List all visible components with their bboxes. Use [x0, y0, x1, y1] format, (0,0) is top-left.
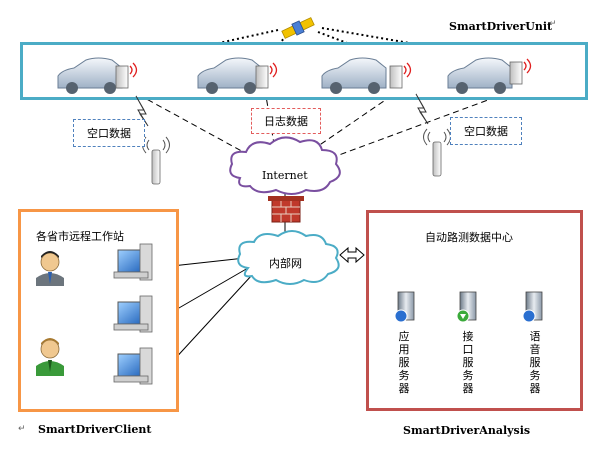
port-data-box-right: 空口数据 — [450, 117, 522, 145]
log-data-box: 日志数据 — [251, 108, 321, 134]
lightning-icon-right — [415, 93, 429, 125]
computer-icon-3 — [113, 347, 153, 385]
lightning-icon-left — [135, 95, 149, 127]
port-data-label-right: 空口数据 — [464, 125, 508, 138]
interface-server-label: 接口服务器 — [462, 330, 474, 395]
server-icon-3 — [522, 291, 543, 323]
user-icon-2 — [36, 338, 64, 376]
unit-label: SmartDriverUnit — [449, 20, 553, 33]
double-arrow-icon — [339, 246, 365, 264]
server-icon-1 — [394, 291, 415, 323]
car-icon-3 — [321, 57, 412, 94]
car-icon-2 — [197, 57, 278, 94]
voice-server-label: 语音服务器 — [529, 330, 541, 395]
car-icon-1 — [57, 57, 138, 94]
return-mark-client: ↵ — [18, 424, 26, 434]
user-icon-1 — [36, 251, 64, 286]
app-server-label: 应用服务器 — [398, 330, 410, 395]
port-data-label-left: 空口数据 — [87, 127, 131, 140]
server-icon-2 — [456, 291, 477, 323]
client-label: SmartDriverClient — [38, 423, 152, 436]
intranet-label: 内部网 — [269, 257, 302, 270]
antenna-icon-right — [423, 128, 451, 177]
port-data-box-left: 空口数据 — [73, 119, 145, 147]
data-center-label: 自动路测数据中心 — [425, 231, 513, 244]
analysis-label: SmartDriverAnalysis — [403, 424, 531, 437]
car-icon-4 — [447, 57, 532, 94]
antenna-icon-left — [142, 136, 170, 185]
log-data-label: 日志数据 — [264, 115, 308, 128]
workstation-label: 各省市远程工作站 — [36, 230, 124, 243]
return-mark: ↵ — [549, 19, 557, 29]
computer-icon-2 — [113, 295, 153, 333]
computer-icon-1 — [113, 243, 153, 281]
internet-label: Internet — [262, 169, 308, 182]
